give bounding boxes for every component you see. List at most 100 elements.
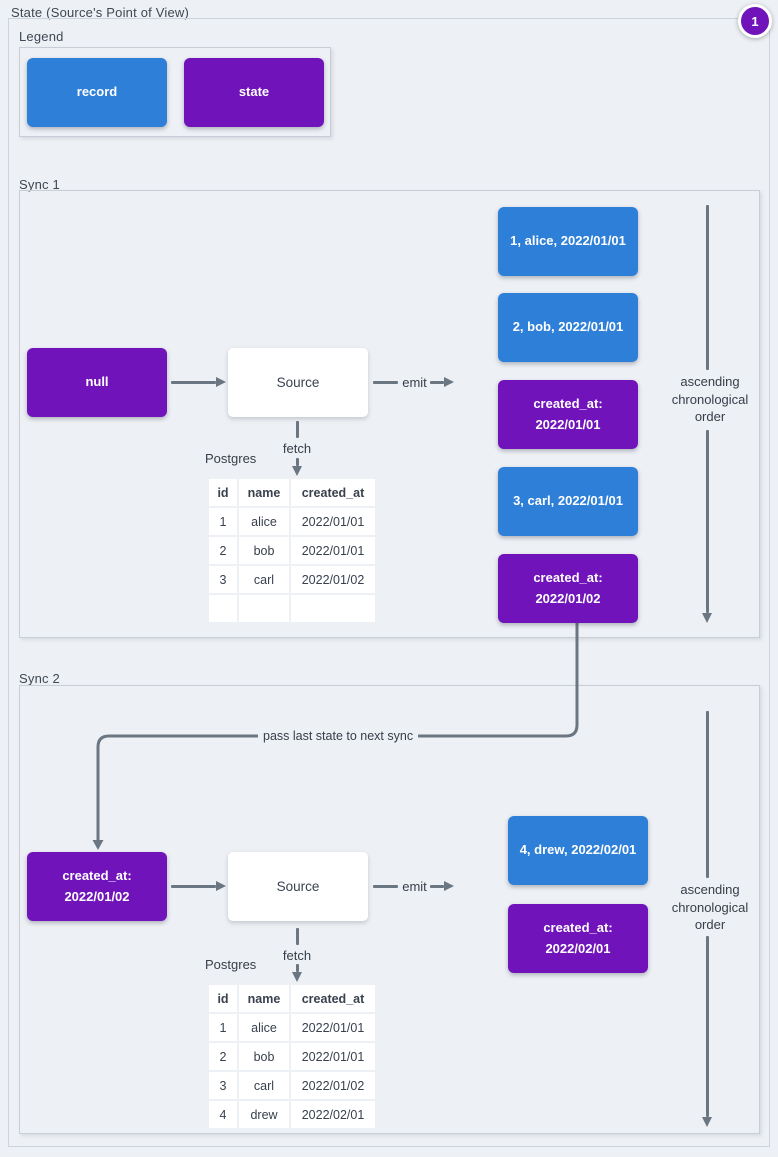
sync2-state-to-source-arrow-shaft [171, 885, 216, 888]
table-header-cell: created_at [291, 985, 375, 1012]
legend-title: Legend [19, 29, 64, 44]
table-header-cell: id [209, 479, 237, 506]
sync1-order-arrow-shaft-bottom [706, 430, 709, 613]
sync2-emit-arrow-shaft-left [373, 885, 398, 888]
table-cell [239, 595, 289, 622]
table-cell: alice [239, 508, 289, 535]
table-cell: 1 [209, 1014, 237, 1041]
sync2-fetch-arrow-shaft-bottom [296, 964, 299, 972]
record-text: 1, alice, 2022/01/01 [510, 233, 626, 249]
sync1-output-record-1: 1, alice, 2022/01/01 [498, 207, 638, 276]
legend-record-chip: record [27, 58, 167, 127]
sync1-title: Sync 1 [19, 177, 60, 192]
step-badge: 1 [738, 4, 772, 38]
state-text2: 2022/01/01 [535, 416, 601, 432]
sync1-source-label: Source [276, 375, 320, 390]
sync2-db-label: Postgres [205, 957, 257, 972]
sync2-order-label: ascending chronological order [671, 882, 749, 933]
table-cell: 4 [209, 1101, 237, 1128]
sync2-input-state-chip: created_at: 2022/01/02 [27, 852, 167, 921]
table-header-cell: id [209, 985, 237, 1012]
state-text2: 2022/01/02 [535, 590, 601, 606]
state-text2: 2022/02/01 [545, 940, 611, 956]
table-cell: 3 [209, 566, 237, 593]
table-cell: 2022/01/01 [291, 1014, 375, 1041]
sync2-source-label: Source [276, 879, 320, 894]
legend-state-label: state [238, 84, 270, 100]
sync1-fetch-arrow-shaft-top [296, 421, 299, 438]
table-cell: 2 [209, 1043, 237, 1070]
sync1-emit-arrowhead-icon [444, 377, 454, 387]
table-cell: 2022/01/02 [291, 1072, 375, 1099]
sync2-fetch-label: fetch [282, 948, 312, 963]
sync1-fetch-arrowhead-icon [292, 466, 302, 476]
table-cell: 2022/01/01 [291, 508, 375, 535]
table-header-cell: name [239, 985, 289, 1012]
record-text: 4, drew, 2022/02/01 [519, 842, 637, 858]
sync1-emit-arrow-shaft-right [430, 381, 444, 384]
sync1-source-box: Source [228, 348, 368, 417]
sync1-fetch-arrow-shaft-bottom [296, 458, 299, 466]
sync1-input-state-chip: null [27, 348, 167, 417]
legend-record-label: record [76, 84, 118, 100]
state-text: created_at: [533, 396, 603, 412]
table-cell: 3 [209, 1072, 237, 1099]
table-cell: 2022/01/01 [291, 537, 375, 564]
sync1-order-arrow-shaft-top [706, 205, 709, 370]
sync2-input-state-line2: 2022/01/02 [64, 888, 130, 904]
page-title: State (Source's Point of View) [11, 5, 190, 20]
sync1-db-label: Postgres [205, 451, 257, 466]
sync1-input-state-line1: null [85, 374, 109, 390]
sync2-output-record-1: 4, drew, 2022/02/01 [508, 816, 648, 885]
legend-state-chip: state [184, 58, 324, 127]
sync1-output-record-2: 2, bob, 2022/01/01 [498, 293, 638, 362]
table-cell: 2022/01/02 [291, 566, 375, 593]
sync1-state-to-source-arrow-shaft [171, 381, 216, 384]
sync2-input-state-line1: created_at: [62, 868, 132, 884]
sync1-fetch-label: fetch [282, 441, 312, 456]
state-text: created_at: [543, 920, 613, 936]
sync1-order-label: ascending chronological order [671, 374, 749, 425]
step-badge-number: 1 [751, 13, 759, 29]
record-text: 2, bob, 2022/01/01 [512, 319, 624, 335]
table-cell: 2022/02/01 [291, 1101, 375, 1128]
sync2-fetch-arrow-shaft-top [296, 928, 299, 945]
record-text: 3, carl, 2022/01/01 [513, 493, 623, 509]
sync2-output-state-1: created_at: 2022/02/01 [508, 904, 648, 973]
table-cell: drew [239, 1101, 289, 1128]
sync1-postgres-table: id name created_at 1 alice 2022/01/01 2 … [209, 479, 375, 622]
sync2-order-arrow-shaft-bottom [706, 936, 709, 1117]
table-cell: alice [239, 1014, 289, 1041]
sync2-postgres-table: id name created_at 1 alice 2022/01/01 2 … [209, 985, 375, 1128]
table-cell [291, 595, 375, 622]
table-cell: carl [239, 1072, 289, 1099]
sync2-emit-arrowhead-icon [444, 881, 454, 891]
sync1-order-arrowhead-icon [702, 613, 712, 623]
sync2-order-arrowhead-icon [702, 1117, 712, 1127]
sync2-title: Sync 2 [19, 671, 60, 686]
sync1-output-state-1: created_at: 2022/01/01 [498, 380, 638, 449]
sync1-emit-arrow-shaft-left [373, 381, 398, 384]
table-cell: carl [239, 566, 289, 593]
outer-frame [8, 18, 770, 1147]
sync1-output-state-2: created_at: 2022/01/02 [498, 554, 638, 623]
sync2-fetch-arrowhead-icon [292, 972, 302, 982]
table-cell [209, 595, 237, 622]
state-text: created_at: [533, 570, 603, 586]
sync1-state-to-source-arrowhead-icon [216, 377, 226, 387]
table-cell: bob [239, 1043, 289, 1070]
sync1-emit-label: emit [402, 375, 427, 390]
sync2-order-arrow-shaft-top [706, 711, 709, 878]
table-cell: bob [239, 537, 289, 564]
sync1-output-record-3: 3, carl, 2022/01/01 [498, 467, 638, 536]
sync2-emit-arrow-shaft-right [430, 885, 444, 888]
sync2-source-box: Source [228, 852, 368, 921]
table-cell: 2022/01/01 [291, 1043, 375, 1070]
table-header-cell: name [239, 479, 289, 506]
legend-frame [19, 47, 331, 137]
pass-state-label: pass last state to next sync [258, 728, 419, 744]
table-header-cell: created_at [291, 479, 375, 506]
table-cell: 2 [209, 537, 237, 564]
sync2-state-to-source-arrowhead-icon [216, 881, 226, 891]
